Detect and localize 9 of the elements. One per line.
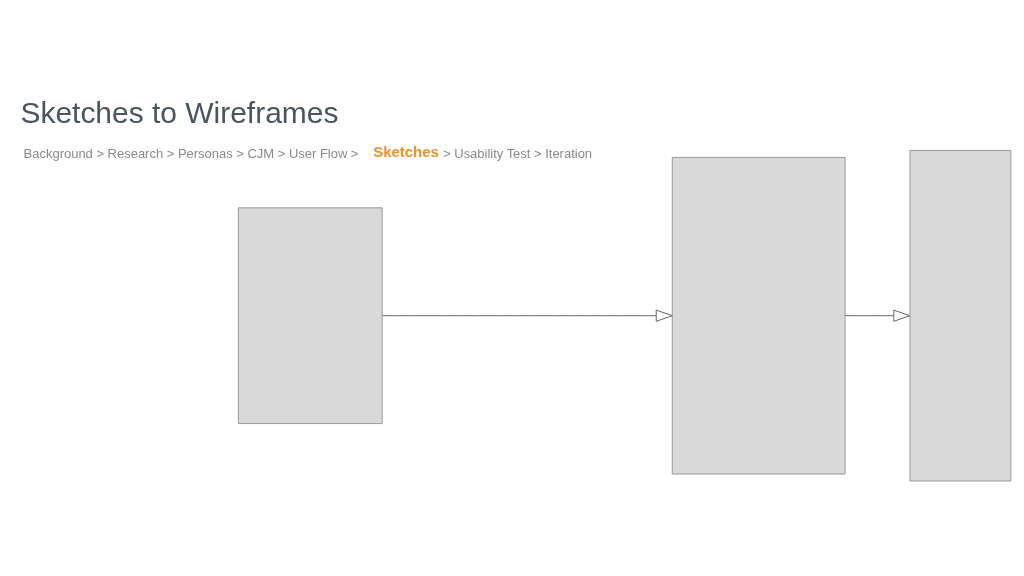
label: > Usability Test > Iteration <box>443 145 593 161</box>
arrow <box>382 309 673 322</box>
diagram-title: Sketches to Wireframes <box>20 95 339 129</box>
label: Sketches <box>373 142 439 160</box>
arrow <box>844 309 911 322</box>
node-box <box>237 207 383 425</box>
node-box <box>909 149 1012 482</box>
label: Background > Research > Personas > CJM > User Flow > <box>23 145 359 161</box>
node-box <box>671 156 846 475</box>
